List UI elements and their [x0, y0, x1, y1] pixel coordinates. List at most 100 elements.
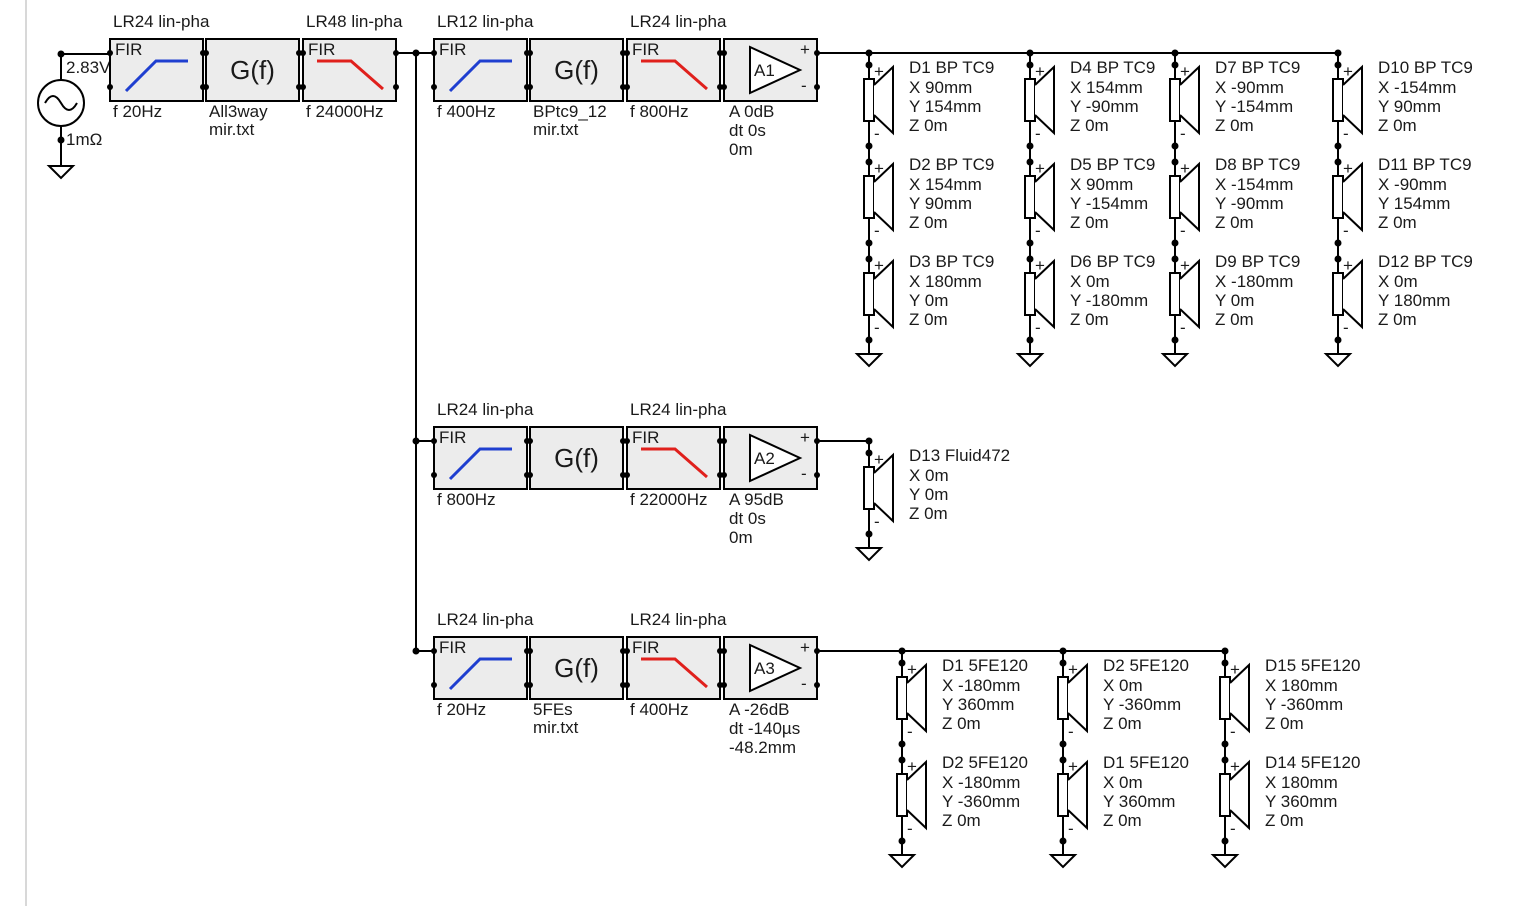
speaker-icon — [1034, 161, 1055, 233]
fir-lowpass-input-title: LR48 lin-pha — [306, 12, 403, 31]
gf-block-3-label: G(f) — [554, 653, 599, 683]
driver-2-1-name: D13 Fluid472 — [909, 446, 1010, 465]
driver-1-6-x: X 0m — [1070, 272, 1110, 291]
driver-3-6-name: D14 5FE120 — [1265, 753, 1360, 772]
driver-3-5-plus: + — [1230, 660, 1240, 679]
fir-lowpass-1[interactable]: FIR LR24 lin-pha f 800Hz — [624, 12, 727, 121]
driver-3-2-y: Y -360mm — [942, 792, 1020, 811]
fir-highpass-2-title: LR24 lin-pha — [437, 400, 534, 419]
gf-block-2[interactable]: G(f) — [527, 426, 626, 490]
driver-3-1-x: X -180mm — [942, 676, 1020, 695]
gf-block-1-file: mir.txt — [533, 120, 579, 139]
driver-1-12-name: D12 BP TC9 — [1378, 252, 1473, 271]
driver-1-1-plus: + — [874, 62, 884, 81]
amplifier-icon — [749, 433, 803, 483]
driver-2-1-x: X 0m — [909, 466, 949, 485]
driver-1-4-plus: + — [1035, 62, 1045, 81]
driver-3-5-name: D15 5FE120 — [1265, 656, 1360, 675]
driver-1-12-z: Z 0m — [1378, 310, 1417, 329]
driver-1-6-plus: + — [1035, 256, 1045, 275]
speaker-icon — [1067, 662, 1088, 734]
driver-1-8-plus: + — [1180, 159, 1190, 178]
driver-1-6-name: D6 BP TC9 — [1070, 252, 1155, 271]
fir-lowpass-3-type: FIR — [632, 638, 659, 657]
amplifier-1-param: dt 0s — [729, 121, 766, 140]
driver-1-1-name: D1 BP TC9 — [909, 58, 994, 77]
driver-3-6-plus: + — [1230, 757, 1240, 776]
driver-1-9-minus: - — [1180, 318, 1186, 337]
fir-lowpass-1-type: FIR — [632, 40, 659, 59]
speaker-icon — [1034, 64, 1055, 136]
driver-1-10-y: Y 90mm — [1378, 97, 1441, 116]
driver-1-2-name: D2 BP TC9 — [909, 155, 994, 174]
fir-lowpass-2-title: LR24 lin-pha — [630, 400, 727, 419]
fir-lowpass-3-freq: f 400Hz — [630, 700, 689, 719]
driver-2-1-y: Y 0m — [909, 485, 948, 504]
driver-3-1-z: Z 0m — [942, 714, 981, 733]
fir-highpass-1-type: FIR — [439, 40, 466, 59]
speaker-icon — [1229, 759, 1250, 831]
voltage-source[interactable]: 2.83V 1mΩ — [37, 50, 111, 180]
driver-1-12-x: X 0m — [1378, 272, 1418, 291]
fir-lowpass-1-freq: f 800Hz — [630, 102, 689, 121]
fir-lowpass-input-freq: f 24000Hz — [306, 102, 384, 121]
fir-lowpass-1-title: LR24 lin-pha — [630, 12, 727, 31]
driver-1-1-z: Z 0m — [909, 116, 948, 135]
driver-3-1-minus: - — [907, 722, 913, 741]
amplifier-1-param: 0m — [729, 140, 753, 159]
driver-1-11-z: Z 0m — [1378, 213, 1417, 232]
driver-3-2-minus: - — [907, 819, 913, 838]
driver-1-7-z: Z 0m — [1215, 116, 1254, 135]
speaker-icon — [1034, 258, 1055, 330]
driver-1-4-minus: - — [1035, 124, 1041, 143]
driver-3-2-z: Z 0m — [942, 811, 981, 830]
driver-1-5-plus: + — [1035, 159, 1045, 178]
driver-1-2-x: X 154mm — [909, 175, 982, 194]
highpass-curve-icon — [448, 657, 512, 691]
speaker-icon — [873, 64, 894, 136]
speaker-icon — [1342, 64, 1363, 136]
driver-1-10-plus: + — [1343, 62, 1353, 81]
gf-block-2-label: G(f) — [554, 443, 599, 473]
driver-1-1-y: Y 154mm — [909, 97, 981, 116]
driver-1-4-name: D4 BP TC9 — [1070, 58, 1155, 77]
amplifier-2-name: A2 — [754, 449, 775, 468]
ground-icon — [1210, 854, 1240, 869]
amplifier-2-plus: + — [800, 428, 810, 447]
driver-3-1-name: D1 5FE120 — [942, 656, 1028, 675]
amplifier-1-minus: - — [801, 76, 807, 95]
driver-1-7-x: X -90mm — [1215, 78, 1284, 97]
